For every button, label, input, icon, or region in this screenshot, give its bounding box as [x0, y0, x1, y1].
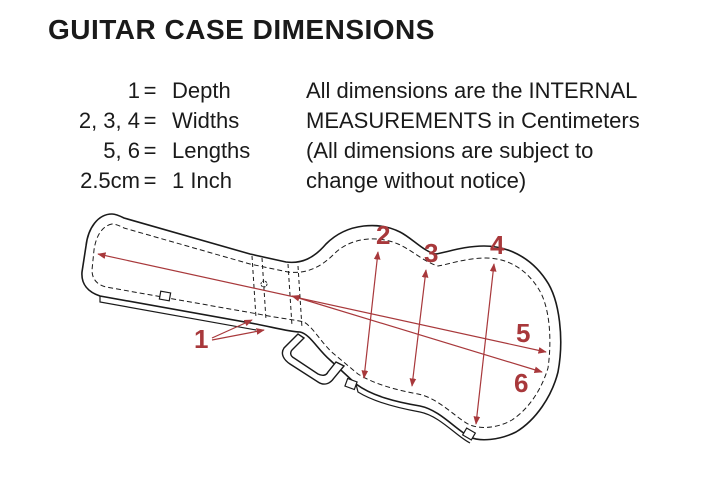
- legend-key: 5, 6: [103, 138, 140, 163]
- page-title: GUITAR CASE DIMENSIONS: [48, 14, 435, 45]
- latch: [461, 427, 477, 441]
- callout-length-outer: 6: [514, 368, 528, 398]
- legend-eq: =: [143, 138, 157, 163]
- callout-width-upper: 2: [376, 220, 390, 250]
- legend-key: 2.5cm: [80, 168, 140, 193]
- note-line: All dimensions are the INTERNAL: [306, 78, 638, 103]
- dim-line-width-waist: [409, 269, 429, 387]
- legend-value: Widths: [172, 108, 240, 133]
- legend-value: 1 Inch: [172, 168, 232, 193]
- note-line: (All dimensions are subject to: [306, 138, 594, 163]
- legend-value: Lengths: [172, 138, 251, 163]
- legend-eq: =: [143, 78, 157, 103]
- legend-equals: = = = =: [138, 76, 162, 196]
- note-line: change without notice): [306, 168, 527, 193]
- dim-line-width-upper: [361, 251, 381, 379]
- callout-width-lower: 4: [490, 230, 505, 260]
- legend-value: Depth: [172, 78, 231, 103]
- legend-eq: =: [143, 168, 157, 193]
- depth-leader: [211, 319, 253, 339]
- callout-depth: 1: [194, 324, 208, 354]
- latch: [344, 377, 358, 391]
- latch: [158, 290, 172, 302]
- callout-width-waist: 3: [424, 238, 438, 268]
- case-outline: [81, 213, 562, 441]
- legend-keys: 1 2, 3, 4 5, 6 2.5cm: [40, 76, 140, 196]
- dim-line-width-lower: [473, 263, 497, 425]
- legend-eq: =: [143, 108, 157, 133]
- measurement-note: All dimensions are the INTERNAL MEASUREM…: [306, 76, 640, 196]
- legend-key: 2, 3, 4: [78, 108, 140, 133]
- legend-values: Depth Widths Lengths 1 Inch: [172, 76, 250, 196]
- callout-length-inner: 5: [516, 318, 530, 348]
- legend-key: 1: [127, 78, 140, 103]
- note-line: MEASUREMENTS in Centimeters: [306, 108, 640, 133]
- depth-leader: [211, 328, 265, 341]
